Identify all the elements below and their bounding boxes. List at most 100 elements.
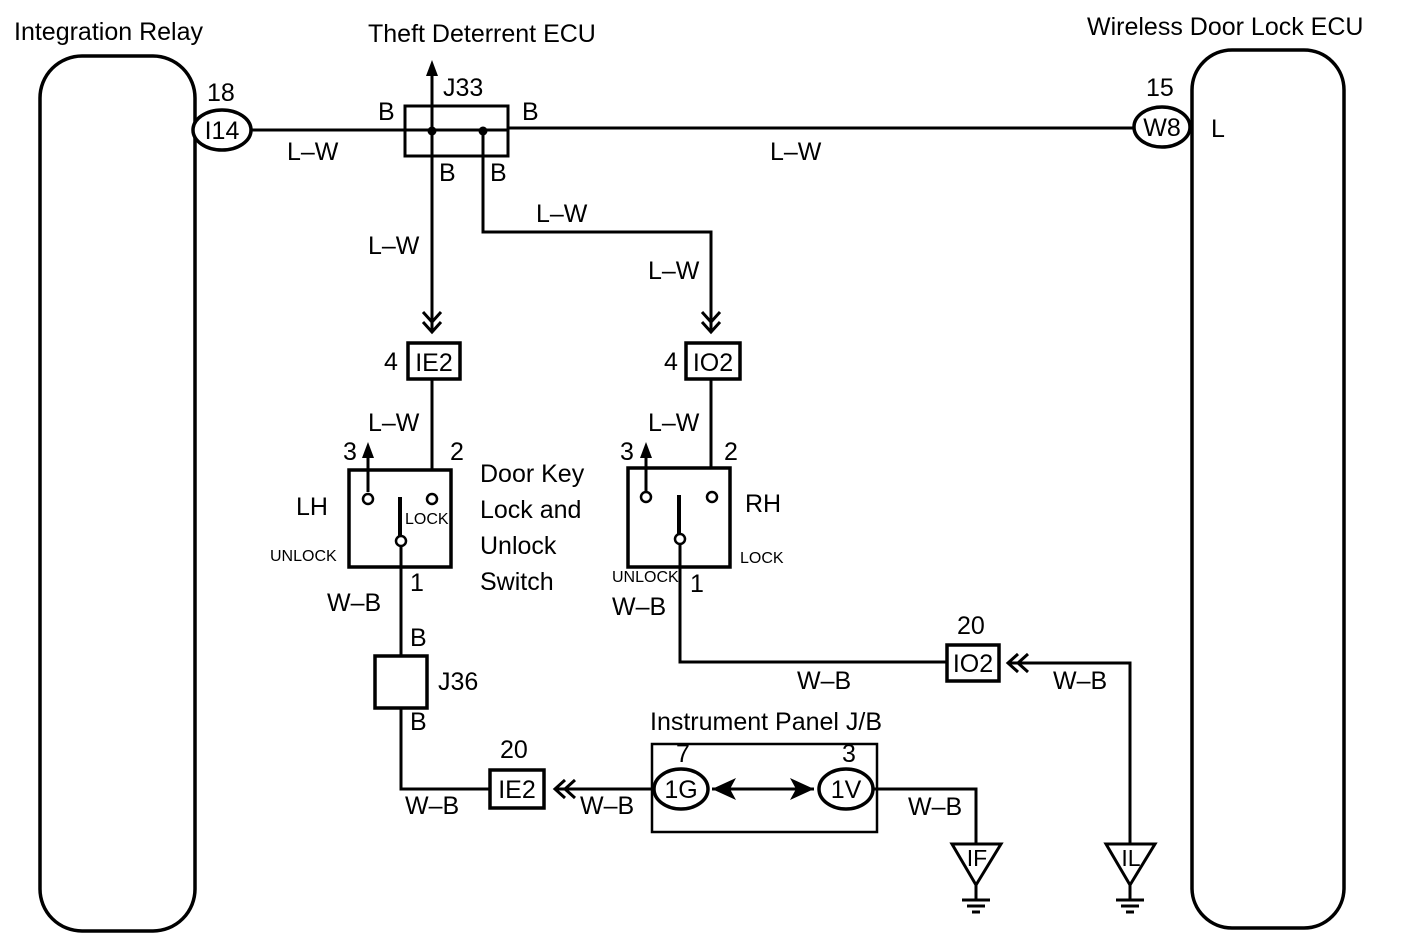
wire-label-lw-rh-v: L–W [648,257,700,285]
wire-label-lw-relay: L–W [287,138,339,166]
connector-1g [652,767,710,811]
switch-lh-contact-common [394,534,408,548]
wire-rh-switch-io2 [678,544,947,664]
switch-rh-lock-label: LOCK [740,550,784,567]
arrow-up-icon [640,442,652,458]
switch-lh-pin-2: 2 [450,438,464,466]
connector-io2-bottom [945,643,1001,683]
integration-relay: Integration Relay 18 I14 [14,18,253,933]
connector-w8-label: W8 [1143,114,1181,142]
connector-io2-top [684,341,742,381]
lh-ground-path: W–B B J36 B W–B 20 IE2 W–B [327,546,652,820]
connector-io2-top-pin: 4 [664,348,678,376]
switch-rh-contact-lock [705,490,719,504]
switch-title-line2: Lock and [480,496,581,524]
instrument-panel-jb-pin-left: 7 [676,740,690,768]
connector-ie2-top [406,341,462,381]
switch-rh: 3 2 RH LOCK UNLOCK 1 [612,438,784,598]
ground-il-icon [1103,842,1158,888]
junction-j33-label: J33 [443,74,483,102]
wireless-door-lock-ecu-body [1190,48,1346,930]
wire-label-wb-lh: W–B [327,589,381,617]
switch-lh-side: LH [296,493,328,521]
connector-io2-top-label: IO2 [693,349,733,377]
connector-1g-label: 1G [664,776,697,804]
rh-ground-path: W–B W–B 20 IO2 W–B [612,544,1132,844]
connector-ie2-top-pin: 4 [384,348,398,376]
wireless-door-lock-ecu-pin: 15 [1146,74,1174,102]
wire-label-wb-io2-ground: W–B [1053,667,1107,695]
wire-label-wb-jb-ground: W–B [908,793,962,821]
switch-rh-pin-1: 1 [690,570,704,598]
switch-lh-lock-label: LOCK [405,511,449,528]
wire-j36-ie2 [399,708,490,791]
arrow-up-icon [362,442,374,458]
junction-j36-pin-bottom: B [410,708,427,736]
junction-j33: J33 B B B B [378,74,539,187]
switch-title-line3: Unlock [480,532,557,560]
integration-relay-title: Integration Relay [14,18,204,46]
switch-lh-contact-unlock [361,492,375,506]
wire-j33-io2 [481,131,713,332]
top-bus: L–W L–W [251,126,1134,166]
switch-rh-contact-common [673,532,687,546]
switch-lh-contact-lock [425,492,439,506]
instrument-panel-jb-pin-right: 3 [842,740,856,768]
wire-label-lw-rh-h: L–W [536,200,588,228]
junction-j33-pin-bottom-right: B [490,159,507,187]
branch-right-top: L–W L–W IO2 4 L–W [481,131,742,470]
arrow-up-icon [426,60,438,76]
wire-jb-ground-if [873,787,978,844]
arrow-left-icon [712,778,736,800]
switch-title-line4: Switch [480,568,554,596]
switch-lh-unlock-label: UNLOCK [270,548,337,565]
junction-j33-pin-right: B [522,98,539,126]
wireless-door-lock-ecu: Wireless Door Lock ECU 15 W8 L [1087,13,1363,930]
instrument-panel-jb: Instrument Panel J/B 7 3 1G 1V W–B [650,708,978,844]
ground-il-label: IL [1121,845,1140,871]
ground-if: IF [949,842,1004,914]
connector-ie2-bottom-pin: 20 [500,736,528,764]
connector-io2-bottom-label: IO2 [953,650,993,678]
switch-lh-pin-1: 1 [410,569,424,597]
switch-title: Door Key Lock and Unlock Switch [480,460,585,596]
junction-j36 [373,654,429,710]
wire-label-wb-rh: W–B [612,593,666,621]
connector-io2-bottom-pin: 20 [957,612,985,640]
switch-lh: 3 2 LH LOCK UNLOCK 1 [270,438,464,597]
wire-label-lw-ie2: L–W [368,409,420,437]
switch-title-line1: Door Key [480,460,585,488]
wire-label-wb-j36: W–B [405,792,459,820]
wireless-door-lock-ecu-terminal: L [1211,115,1225,143]
connector-ie2-bottom-label: IE2 [498,776,536,804]
junction-j33-pin-left: B [378,98,395,126]
junction-j36-pin-top: B [410,624,427,652]
ground-if-icon [949,842,1004,888]
wire-label-wb-ie2: W–B [580,792,634,820]
ground-if-label: IF [967,845,987,871]
wire-label-wb-rh-io2: W–B [797,667,851,695]
connector-ie2-top-label: IE2 [415,349,453,377]
wire-label-lw-lh: L–W [368,232,420,260]
switch-rh-pin-2: 2 [724,438,738,466]
switch-rh-pin-3: 3 [620,438,634,466]
integration-relay-body [38,54,197,933]
branch-left-top: L–W IE2 4 L–W [368,131,462,470]
wireless-door-lock-ecu-title: Wireless Door Lock ECU [1087,13,1363,41]
connector-i14-label: I14 [205,117,240,145]
connector-1v-label: 1V [831,776,862,804]
instrument-panel-jb-title: Instrument Panel J/B [650,708,882,736]
switch-rh-unlock-label: UNLOCK [612,569,679,586]
arrow-right-icon [790,778,814,800]
wire-label-lw-io2: L–W [648,409,700,437]
integration-relay-pin: 18 [207,79,235,107]
wire-label-lw-ecu: L–W [770,138,822,166]
junction-j33-pin-bottom-left: B [439,159,456,187]
theft-deterrent-ecu: Theft Deterrent ECU [368,20,596,131]
theft-deterrent-ecu-title: Theft Deterrent ECU [368,20,596,48]
switch-lh-pin-3: 3 [343,438,357,466]
connector-ie2-bottom [488,768,546,810]
junction-j36-label: J36 [438,668,478,696]
wire-io2-ground-il [1008,661,1132,844]
